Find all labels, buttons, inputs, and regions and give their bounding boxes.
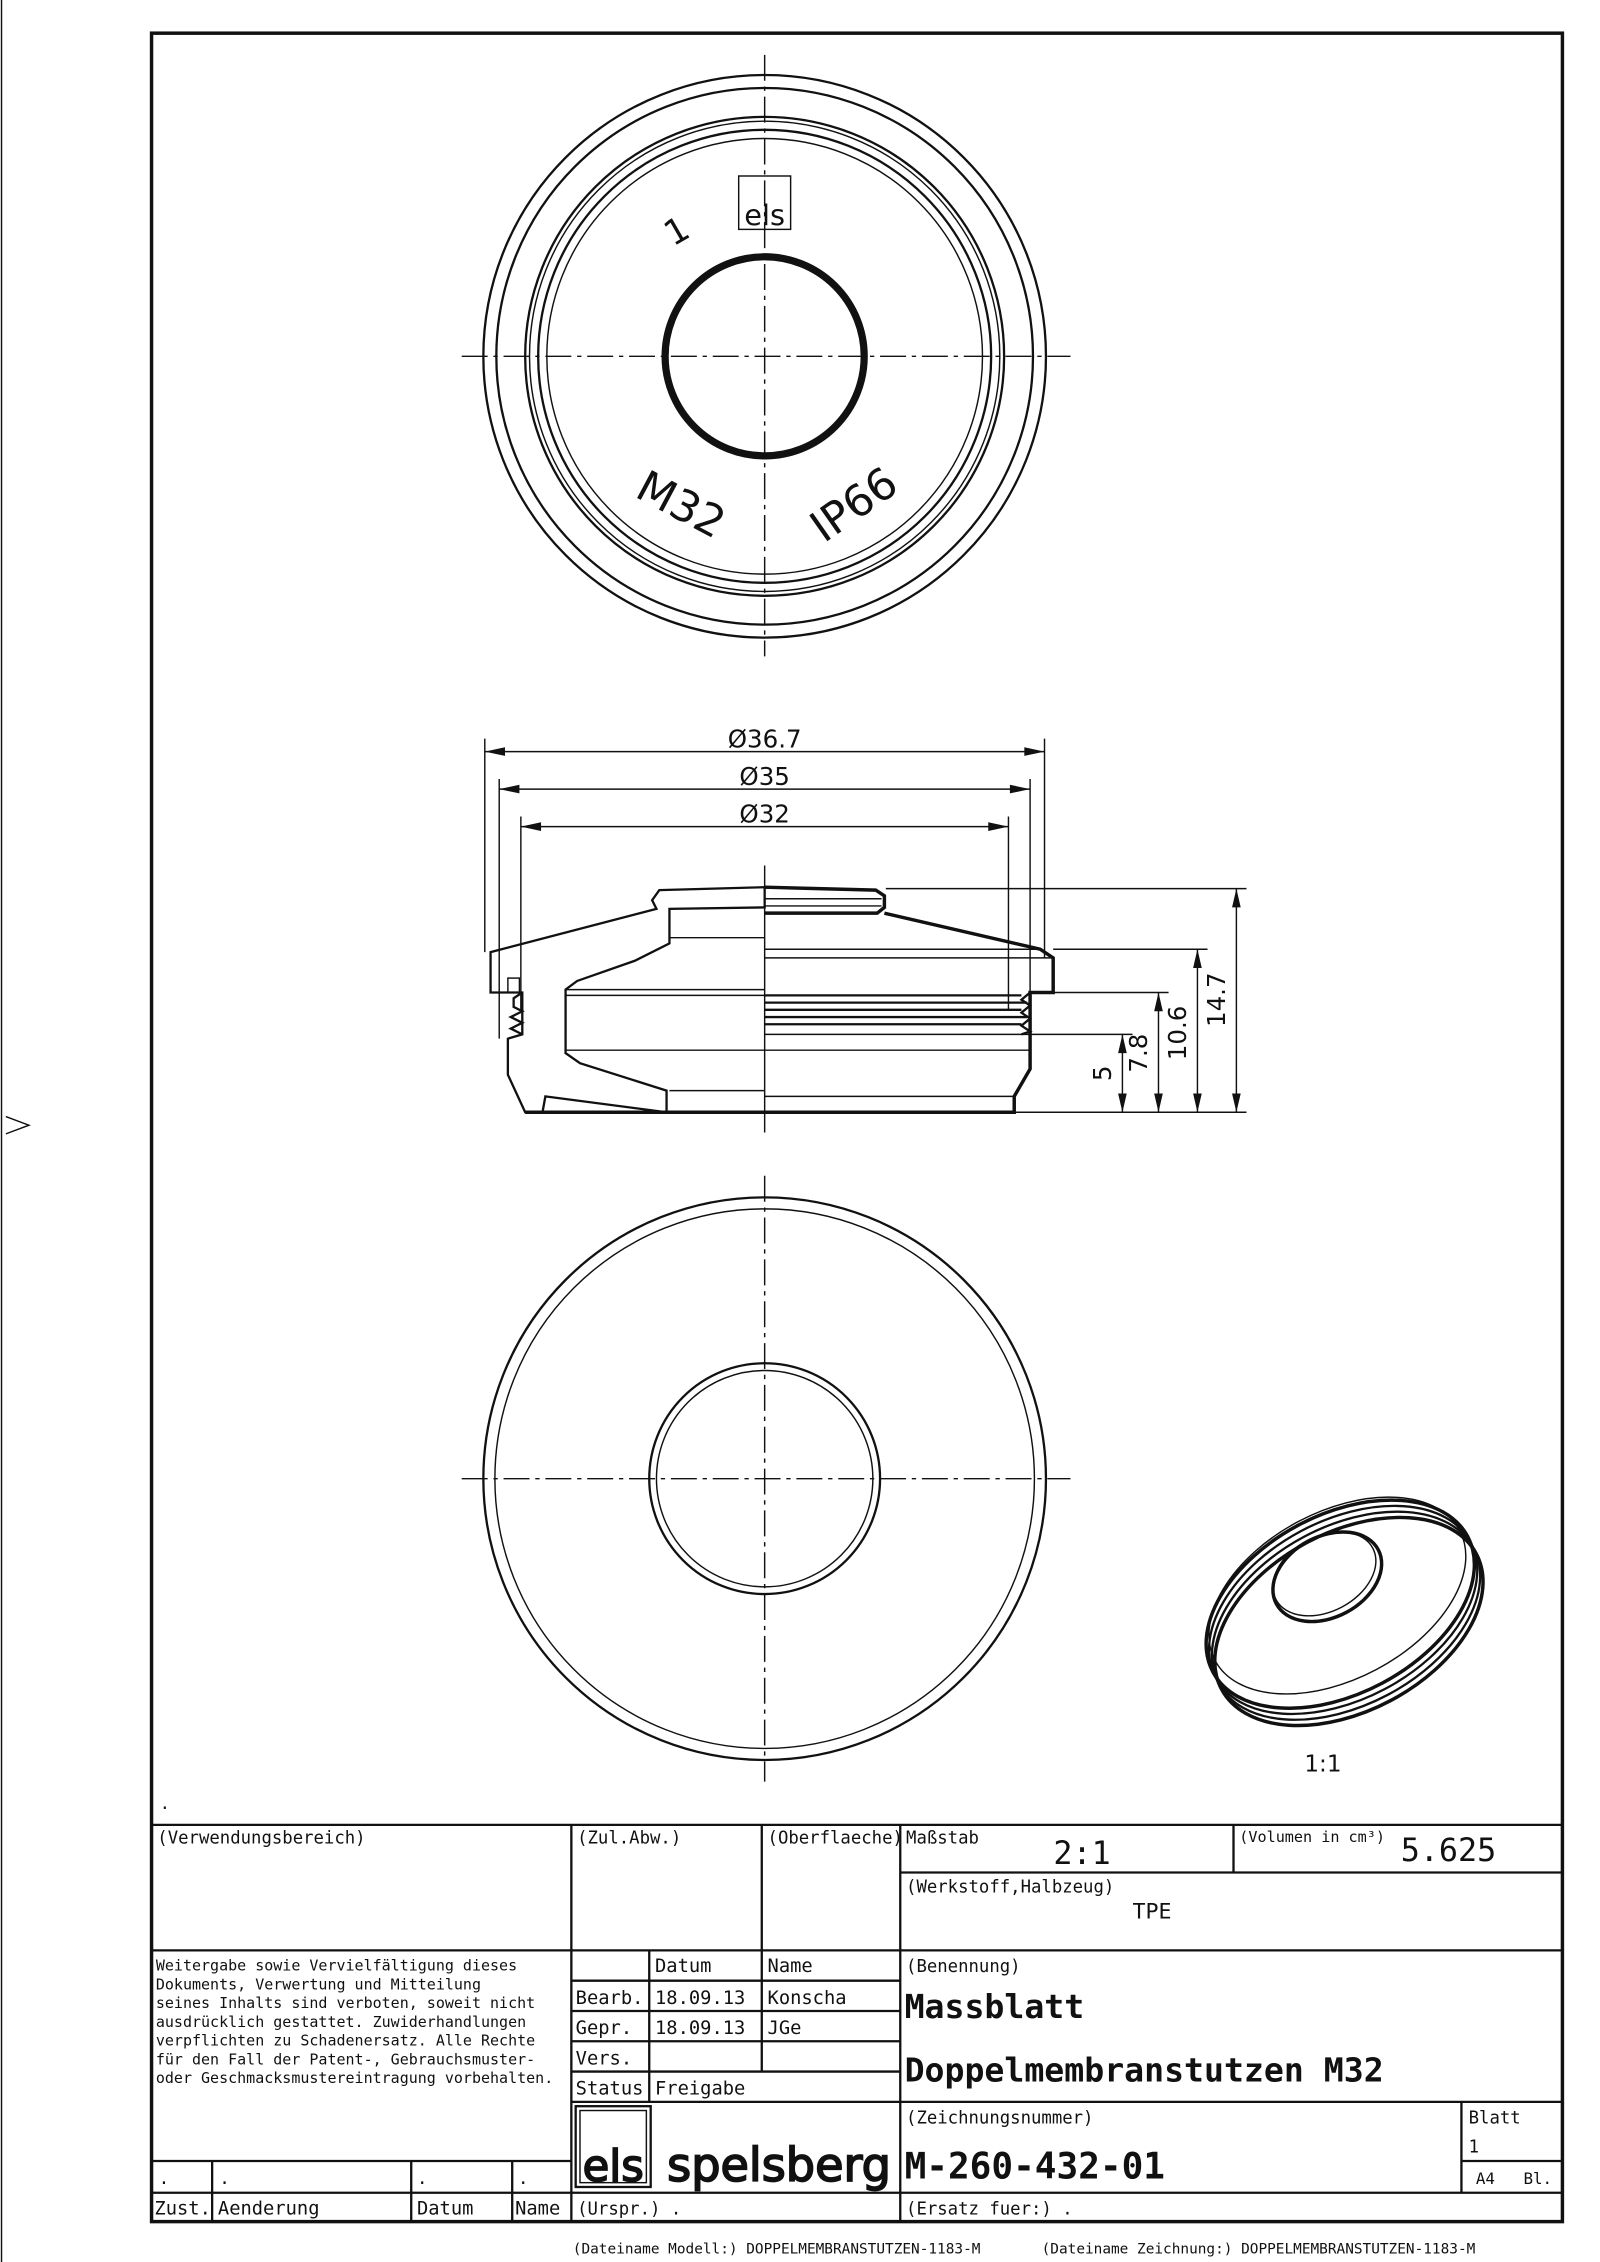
- bottom-view: [461, 1175, 1071, 1782]
- change-table: . . . . Zust. Aenderung Datum Name: [154, 2169, 560, 2219]
- section-outline-right: [525, 885, 1055, 1114]
- svg-text:Datum: Datum: [417, 2198, 473, 2219]
- svg-text:18.09.13: 18.09.13: [655, 1988, 745, 2009]
- svg-text:Dokuments, Verwertung und Mitt: Dokuments, Verwertung und Mitteilung: [156, 1975, 481, 1993]
- svg-text:Vers.: Vers.: [576, 2048, 632, 2069]
- dimension-h10-6: 10.6: [1163, 949, 1202, 1113]
- urspr-label: (Urspr.) .: [577, 2199, 681, 2219]
- massstab-value: 2:1: [1053, 1836, 1110, 1872]
- svg-text:.: .: [417, 2169, 427, 2189]
- dimension-d32: Ø32: [520, 799, 1010, 1010]
- els-logo-mark: els: [737, 175, 792, 232]
- fold-mark: [5, 1115, 31, 1135]
- svg-text:seines Inhalts sind verboten,: seines Inhalts sind verboten, soweit nic…: [156, 1994, 535, 2012]
- werkstoff-value: TPE: [1133, 1900, 1172, 1925]
- volumen-value: 5.625: [1401, 1833, 1496, 1869]
- svg-text:Konscha: Konscha: [768, 1988, 847, 2009]
- drawing-frame: [149, 31, 1565, 2224]
- spelsberg-logo: els spelsberg: [574, 2105, 892, 2193]
- massstab-label: Maßstab: [906, 1829, 979, 1849]
- svg-text:Ø35: Ø35: [739, 762, 789, 791]
- svg-text:.: .: [518, 2169, 528, 2189]
- iso-scale-label: 1:1: [1304, 1752, 1341, 1778]
- dimension-h7-8: 7.8: [1124, 992, 1163, 1113]
- svg-text:Ø36.7: Ø36.7: [728, 724, 802, 753]
- stray-dot: .: [162, 1790, 168, 1814]
- volumen-label: (Volumen in cm³): [1239, 1828, 1385, 1846]
- mark-1: 1: [658, 209, 697, 255]
- svg-text:oder Geschmacksmustereintragun: oder Geschmacksmustereintragung vorbehal…: [156, 2069, 553, 2087]
- height-extension-lines: [885, 887, 1247, 1113]
- ersatz-label: (Ersatz fuer:) .: [906, 2199, 1073, 2219]
- svg-text:Status: Status: [576, 2079, 644, 2100]
- verwendungsbereich-label: (Verwendungsbereich): [157, 1829, 365, 1849]
- svg-text:18.09.13: 18.09.13: [655, 2018, 745, 2039]
- section-hatch: [489, 886, 766, 1114]
- svg-text:Zust.: Zust.: [154, 2198, 210, 2219]
- svg-text:ausdrücklich gestattet. Zuwide: ausdrücklich gestattet. Zuwiderhandlunge…: [156, 2013, 526, 2031]
- svg-text:.: .: [159, 2169, 169, 2189]
- svg-text:5: 5: [1088, 1065, 1117, 1081]
- zul-abw-label: (Zul.Abw.): [577, 1829, 681, 1849]
- approval-table: Datum Name Bearb. 18.09.13 Konscha Gepr.…: [576, 1956, 847, 2100]
- svg-text:Name: Name: [515, 2198, 560, 2219]
- svg-text:7.8: 7.8: [1124, 1034, 1153, 1073]
- mark-m32: M32: [628, 462, 733, 550]
- svg-text:JGe: JGe: [768, 2018, 802, 2039]
- svg-text:für den Fall der Patent-, Gebr: für den Fall der Patent-, Gebrauchsmuste…: [156, 2050, 535, 2068]
- svg-text:.: .: [219, 2169, 229, 2189]
- drawing-title-line2: Doppelmembranstutzen M32: [905, 2051, 1384, 2090]
- bl-label: Bl.: [1523, 2169, 1552, 2188]
- svg-text:Freigabe: Freigabe: [655, 2079, 745, 2100]
- werkstoff-label: (Werkstoff,Halbzeug): [906, 1878, 1114, 1898]
- drawing-title-line1: Massblatt: [905, 1987, 1085, 2026]
- drawing-number: M-260-432-01: [905, 2145, 1165, 2187]
- section-view: Ø36.7 Ø35 Ø32: [484, 724, 1247, 1133]
- title-block: (Verwendungsbereich) (Zul.Abw.) (Oberfla…: [151, 1823, 1563, 2222]
- svg-text:Bearb.: Bearb.: [576, 1988, 644, 2009]
- svg-text:Weitergabe sowie Vervielfältig: Weitergabe sowie Vervielfältigung dieses: [156, 1957, 517, 1975]
- svg-text:Gepr.: Gepr.: [576, 2018, 632, 2039]
- isometric-view: 1:1: [1204, 1496, 1485, 1778]
- svg-text:Aenderung: Aenderung: [218, 2198, 320, 2219]
- legal-notice: Weitergabe sowie Vervielfältigung dieses…: [156, 1957, 553, 2088]
- top-view: els 1 M32 IP66: [461, 54, 1071, 657]
- blatt-label: Blatt: [1469, 2109, 1521, 2129]
- format-value: A4: [1476, 2169, 1495, 2188]
- svg-text:spelsberg: spelsberg: [667, 2138, 891, 2192]
- svg-text:14.7: 14.7: [1202, 972, 1231, 1027]
- svg-text:10.6: 10.6: [1163, 1006, 1192, 1061]
- svg-text:verpflichten zu Schadenersatz.: verpflichten zu Schadenersatz. Alle Rech…: [156, 2032, 535, 2050]
- svg-text:Name: Name: [768, 1956, 813, 1977]
- benennung-label: (Benennung): [906, 1957, 1021, 1977]
- svg-text:Ø32: Ø32: [739, 799, 789, 828]
- oberflaeche-label: (Oberflaeche): [768, 1829, 903, 1849]
- zeichnungsnummer-label: (Zeichnungsnummer): [906, 2109, 1093, 2129]
- mark-ip66: IP66: [802, 458, 908, 553]
- dimension-h14-7: 14.7: [1202, 888, 1241, 1113]
- dimension-d36-7: Ø36.7: [484, 724, 1046, 958]
- svg-text:Datum: Datum: [655, 1956, 711, 1977]
- svg-text:els: els: [583, 2142, 644, 2192]
- dimension-h5: 5: [1088, 1034, 1127, 1113]
- file-name-model: (Dateiname Modell:) DOPPELMEMBRANSTUTZEN…: [573, 2241, 981, 2257]
- file-name-drawing: (Dateiname Zeichnung:) DOPPELMEMBRANSTUT…: [1042, 2241, 1476, 2257]
- svg-text:els: els: [744, 198, 785, 232]
- blatt-value: 1: [1469, 2137, 1479, 2157]
